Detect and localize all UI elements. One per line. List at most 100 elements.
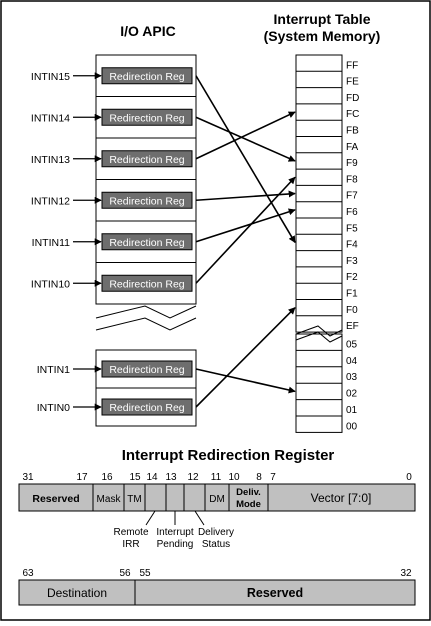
delivery-status-label-line2: Status: [202, 539, 230, 550]
route-intin0-to-f0: [195, 307, 296, 408]
input-label-intin10: INTIN10: [31, 278, 70, 290]
input-label-intin13: INTIN13: [31, 154, 70, 166]
bit-number-0: 0: [406, 472, 412, 483]
redirection-reg-label: Redirection Reg: [109, 71, 184, 83]
register-title: Interrupt Redirection Register: [122, 447, 335, 464]
bit-number-55: 55: [139, 568, 151, 579]
routing-arrows: [195, 75, 296, 408]
field-dm: DM: [209, 494, 225, 505]
bit-number-15: 15: [129, 472, 141, 483]
table-entry-01: 01: [346, 405, 358, 416]
redirection-reg-intin1: [101, 360, 193, 378]
table-break-line-top: [295, 325, 343, 337]
redirection-reg-label: Redirection Reg: [109, 402, 184, 414]
field-destination: Destination: [47, 586, 107, 600]
input-label-intin15: INTIN15: [31, 71, 70, 83]
table-entry-02: 02: [346, 389, 358, 400]
remote-irr-label-line1: Remote: [113, 527, 148, 538]
bit-number-56: 56: [119, 568, 131, 579]
redirection-reg-intin13: [101, 150, 193, 168]
table-entry-f7: F7: [346, 191, 358, 202]
table-entry-f0: F0: [346, 305, 358, 316]
register-high-bar: [18, 579, 416, 606]
register-low-bar: [18, 483, 416, 512]
apic-title: I/O APIC: [120, 23, 176, 39]
bit-number-7: 7: [270, 472, 276, 483]
table-break-line-bottom: [295, 331, 343, 343]
remote-irr-label-line2: IRR: [122, 539, 139, 550]
redirection-reg-label: Redirection Reg: [109, 278, 184, 290]
field-tm: TM: [127, 494, 141, 505]
table-entry-fb: FB: [346, 126, 359, 137]
table-entry-f8: F8: [346, 174, 358, 185]
bit-number-14: 14: [146, 472, 158, 483]
interrupt-pending-label-line2: Pending: [157, 539, 194, 550]
redirection-reg-label: Redirection Reg: [109, 112, 184, 124]
table-entry-fd: FD: [346, 93, 359, 104]
table-entry-03: 03: [346, 372, 358, 383]
redirection-reg-intin10: [101, 274, 193, 292]
apic-break-line-bottom: [95, 317, 197, 331]
table-entry-fe: FE: [346, 77, 359, 88]
interrupt-pending-label-line1: Interrupt: [156, 527, 193, 538]
table-entry-f3: F3: [346, 256, 358, 267]
table-upper-outline: [295, 54, 343, 333]
redirection-reg-intin0: [101, 398, 193, 416]
table-entry-f1: F1: [346, 289, 358, 300]
field-deliv-mode-line1: Deliv.: [236, 487, 261, 498]
redirection-reg-label: Redirection Reg: [109, 195, 184, 207]
table-entry-f9: F9: [346, 158, 358, 169]
route-intin10-to-f8: [195, 176, 296, 284]
table-entry-05: 05: [346, 339, 358, 350]
field-deliv-mode-line2: Mode: [236, 499, 261, 510]
redirection-reg-intin11: [101, 233, 193, 251]
table-entry-fa: FA: [346, 142, 359, 153]
route-intin1-to-02: [195, 368, 296, 394]
field-reserved-high: Reserved: [247, 586, 303, 600]
table-title-line1: Interrupt Table: [274, 11, 371, 27]
field-vector: Vector [7:0]: [311, 491, 372, 505]
bit-number-12: 12: [187, 472, 199, 483]
table-entry-f6: F6: [346, 207, 358, 218]
route-intin15-to-f4: [195, 75, 296, 244]
redirection-reg-label: Redirection Reg: [109, 154, 184, 166]
bit-number-11: 11: [211, 472, 222, 483]
redirection-reg-intin15: [101, 67, 193, 85]
bit-number-31: 31: [22, 472, 34, 483]
table-entry-fc: FC: [346, 109, 359, 120]
bit-number-13: 13: [165, 472, 177, 483]
table-entry-ff: FF: [346, 60, 358, 71]
input-label-intin0: INTIN0: [37, 402, 70, 414]
bit-number-63: 63: [22, 568, 34, 579]
redirection-reg-intin14: [101, 108, 193, 126]
input-label-intin12: INTIN12: [31, 195, 70, 207]
field-mask: Mask: [97, 494, 122, 505]
route-intin12-to-f7: [195, 190, 296, 202]
bit-number-16: 16: [101, 472, 113, 483]
table-entry-f4: F4: [346, 240, 358, 251]
table-title-line2: (System Memory): [264, 28, 381, 44]
redirection-reg-label: Redirection Reg: [109, 237, 184, 249]
route-intin11-to-f6: [195, 208, 296, 243]
route-intin13-to-fc: [195, 111, 296, 160]
input-label-intin1: INTIN1: [37, 364, 70, 376]
input-label-intin14: INTIN14: [31, 112, 70, 124]
bit-number-32: 32: [400, 568, 412, 579]
delivery-status-leader: [194, 510, 205, 526]
delivery-status-label-line1: Delivery: [198, 527, 234, 538]
input-label-intin11: INTIN11: [32, 237, 70, 249]
apic-break-line-top: [95, 305, 197, 319]
bit-number-8: 8: [256, 472, 262, 483]
redirection-reg-label: Redirection Reg: [109, 364, 184, 376]
table-entry-f2: F2: [346, 272, 358, 283]
table-entry-04: 04: [346, 356, 358, 367]
table-entry-ef: EF: [346, 321, 359, 332]
bit-number-17: 17: [76, 472, 88, 483]
